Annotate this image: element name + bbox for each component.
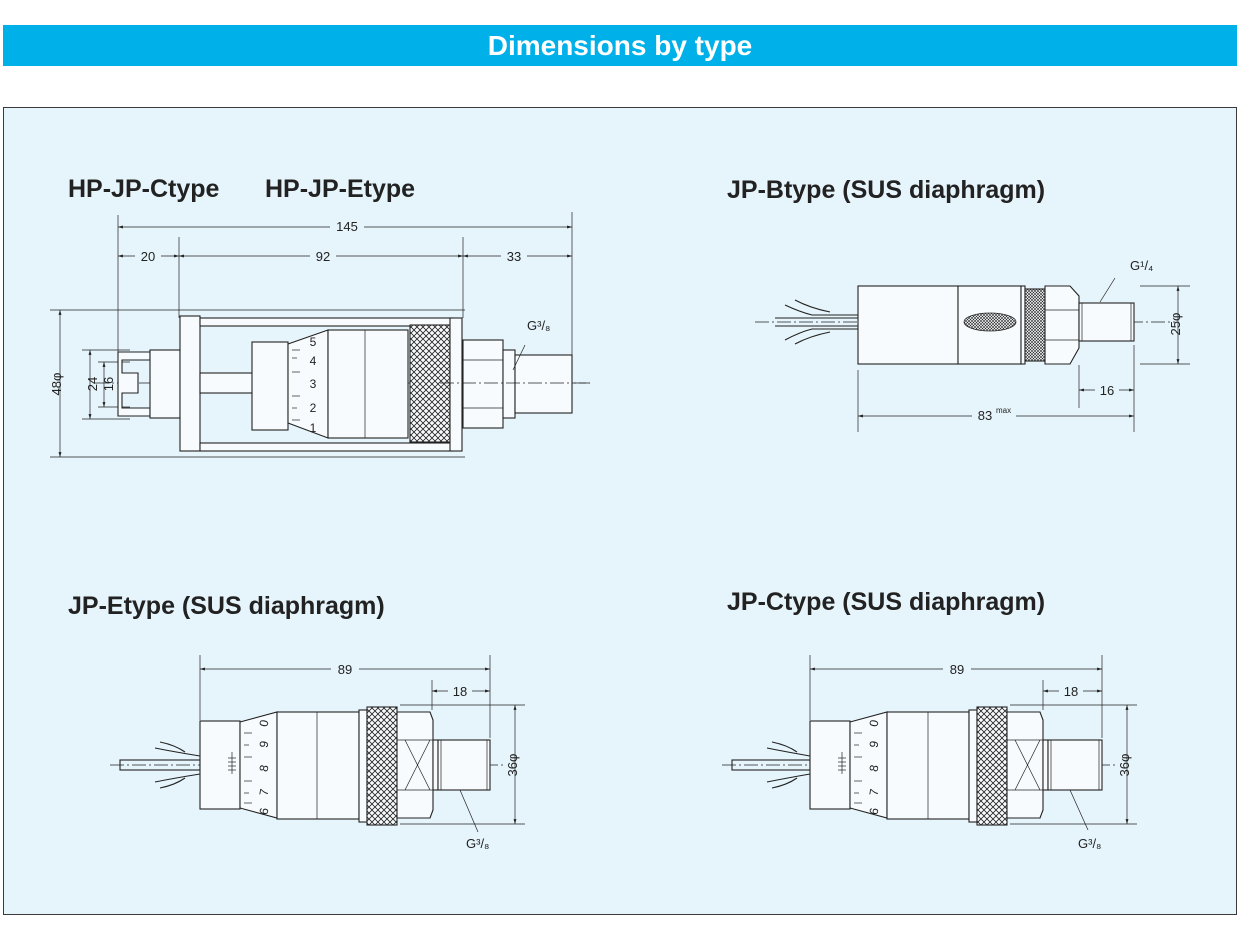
drawing-hp-jp: 145 20 92 33 48φ 24 16	[49, 212, 590, 458]
dim-25: 25φ	[1168, 313, 1183, 336]
scale-mark: 0	[867, 718, 882, 727]
dim-16: 16	[1100, 383, 1114, 398]
drawing-jp-e: 0 9 8 7 6 89 18 36φ G³/₈	[110, 655, 525, 851]
scale-mark: 8	[257, 763, 272, 772]
thread-label: G³/₈	[1078, 836, 1101, 851]
drawing-jp-b: G¹/₄ 25φ 16 83 max	[755, 258, 1190, 432]
thread-label: G³/₈	[466, 836, 489, 851]
heading-hp-jp-ctype: HP-JP-Ctype	[68, 175, 220, 203]
heading-jp-etype: JP-Etype (SUS diaphragm)	[68, 592, 385, 620]
dim-89: 89	[338, 662, 352, 677]
dim-16: 16	[101, 377, 116, 391]
dim-145: 145	[336, 219, 358, 234]
scale-mark: 5	[310, 335, 317, 349]
drawing-jp-c: 0 9 8 7 6 89 18 36φ G³/₈	[722, 655, 1137, 851]
scale-mark: 3	[310, 377, 317, 391]
dim-18: 18	[453, 684, 467, 699]
scale-mark: 7	[257, 787, 272, 796]
dim-83: 83	[978, 408, 992, 423]
scale-mark: 9	[257, 739, 272, 748]
title-banner: Dimensions by type	[3, 25, 1237, 66]
scale-mark: 0	[257, 718, 272, 727]
banner-title: Dimensions by type	[487, 29, 753, 61]
dim-20: 20	[141, 249, 155, 264]
dim-33: 33	[507, 249, 521, 264]
thread-label: G³/₈	[527, 318, 550, 333]
scale-mark: 6	[867, 806, 882, 815]
scale-mark: 2	[310, 401, 317, 415]
heading-jp-ctype: JP-Ctype (SUS diaphragm)	[727, 588, 1046, 616]
thread-label: G¹/₄	[1130, 258, 1153, 273]
scale-mark: 9	[867, 739, 882, 748]
dim-83-sup: max	[996, 406, 1011, 415]
scale-mark: 7	[867, 787, 882, 796]
dim-89: 89	[950, 662, 964, 677]
dim-48: 48φ	[49, 373, 64, 396]
heading-hp-jp-etype: HP-JP-Etype	[265, 175, 416, 203]
dim-92: 92	[316, 249, 330, 264]
scale-mark: 4	[310, 354, 317, 368]
heading-jp-btype: JP-Btype (SUS diaphragm)	[727, 176, 1046, 204]
scale-mark: 8	[867, 763, 882, 772]
dim-36: 36φ	[1117, 754, 1132, 777]
dim-36: 36φ	[505, 754, 520, 777]
scale-mark: 6	[257, 806, 272, 815]
dim-24: 24	[85, 377, 100, 391]
dim-18: 18	[1064, 684, 1078, 699]
scale-mark: 1	[310, 421, 317, 435]
